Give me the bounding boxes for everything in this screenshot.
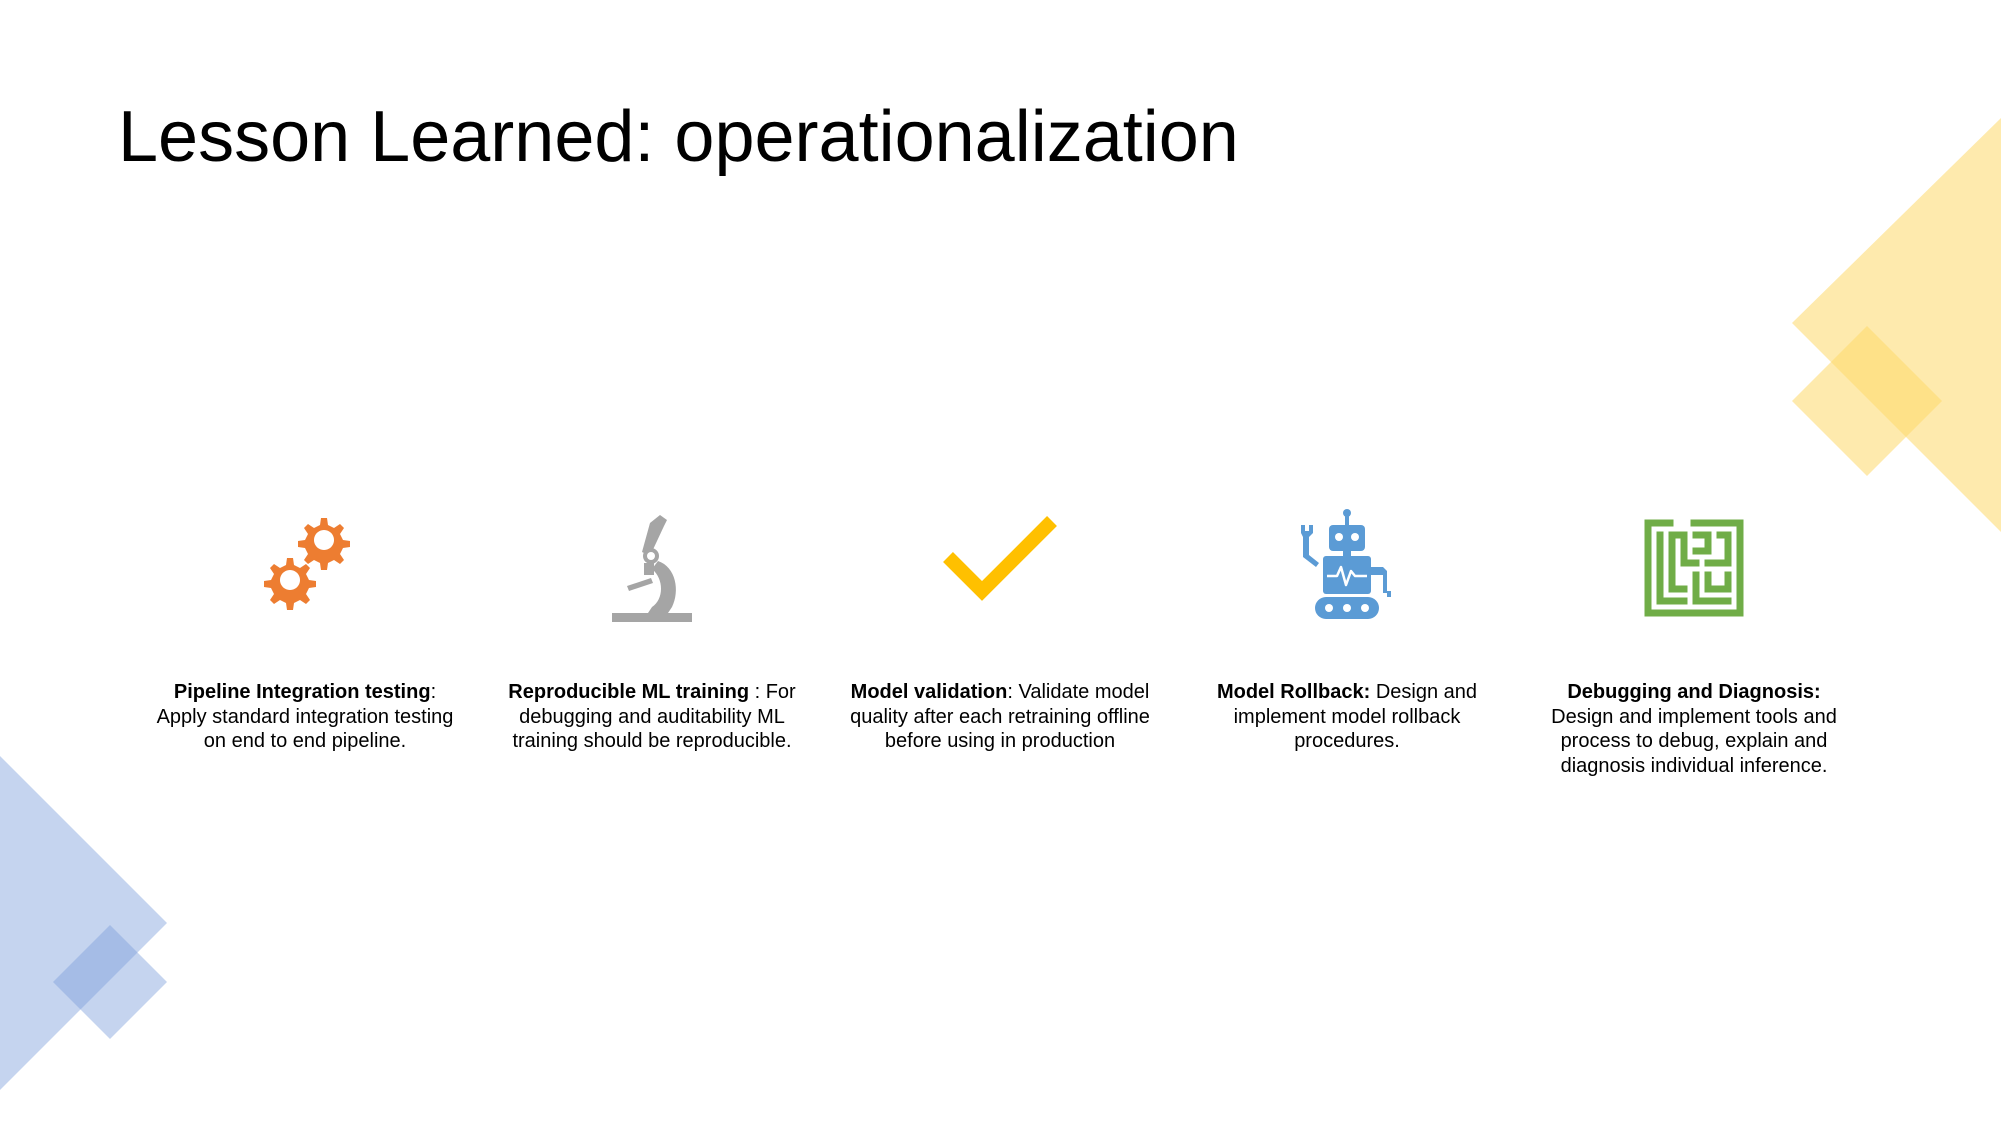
item-body: Validate model quality after each retrai…	[850, 681, 1150, 752]
maze-icon	[1644, 519, 1744, 617]
yellow-diamond-small	[1792, 326, 1942, 476]
item-title: Reproducible ML training	[508, 681, 750, 703]
item-text: Model validation: Validate model quality…	[850, 680, 1150, 754]
item-debugging-diagnosis: Debugging and Diagnosis: Design and impl…	[1544, 505, 1844, 778]
item-title: Model Rollback:	[1216, 681, 1371, 703]
item-model-rollback: Model Rollback: Design and implement mod…	[1197, 505, 1497, 754]
item-separator: :	[749, 681, 766, 703]
item-body: Design and implement model rollback proc…	[1233, 681, 1478, 752]
item-body: Apply standard integration testing on en…	[156, 705, 454, 753]
item-text: Reproducible ML training : For debugging…	[502, 680, 802, 754]
checkmark-icon	[943, 516, 1057, 601]
blue-diamond-small	[53, 925, 167, 1039]
item-body: Design and implement tools and process t…	[1551, 705, 1837, 777]
item-separator: :	[430, 681, 437, 703]
item-model-validation: Model validation: Validate model quality…	[850, 505, 1150, 754]
blue-diamond-large	[0, 756, 167, 1090]
item-body: For debugging and auditability ML traini…	[512, 681, 796, 752]
item-title: Debugging and Diagnosis:	[1567, 681, 1821, 703]
slide-title: Lesson Learned: operationalization	[118, 97, 1239, 177]
microscope-icon	[612, 515, 692, 622]
item-separator: :	[1007, 681, 1019, 703]
item-title: Model validation	[850, 681, 1008, 703]
item-title: Pipeline Integration testing	[173, 681, 431, 703]
item-text: Pipeline Integration testing: Apply stan…	[155, 680, 455, 754]
robot-icon	[1301, 509, 1391, 619]
gears-icon	[264, 518, 350, 610]
item-text: Model Rollback: Design and implement mod…	[1197, 680, 1497, 754]
item-pipeline-integration: Pipeline Integration testing: Apply stan…	[155, 505, 455, 754]
yellow-diamond-large	[1792, 118, 2001, 532]
item-reproducible-training: Reproducible ML training : For debugging…	[502, 505, 802, 754]
item-text: Debugging and Diagnosis: Design and impl…	[1544, 680, 1844, 778]
